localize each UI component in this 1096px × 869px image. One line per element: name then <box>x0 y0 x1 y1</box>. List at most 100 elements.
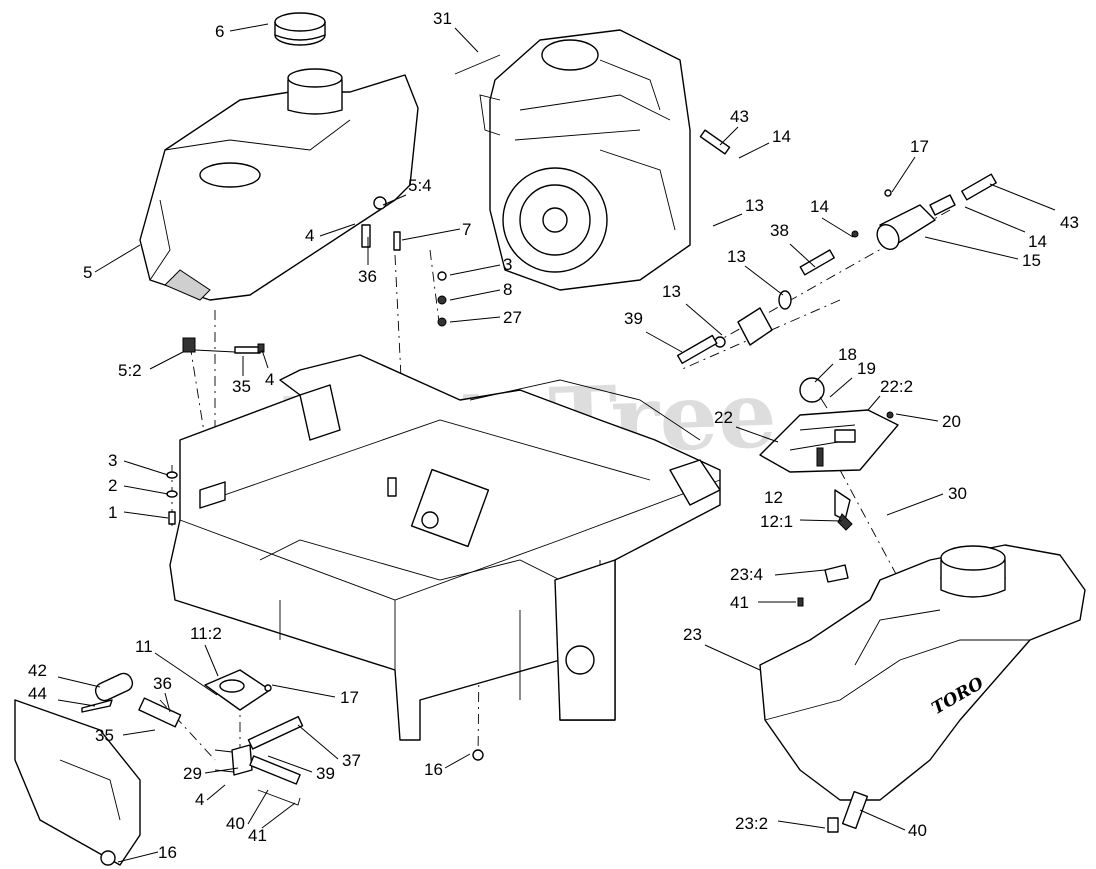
leader-line <box>319 223 356 237</box>
callout-label: 13 <box>662 282 681 301</box>
callout-c-41a: 41 <box>730 593 796 612</box>
callout-label: 7 <box>462 220 471 239</box>
callout-label: 23:2 <box>735 814 768 833</box>
callout-c-4a: 4 <box>261 349 274 389</box>
leader-line <box>57 699 96 707</box>
callout-c-23: 23 <box>683 625 761 671</box>
leader-line <box>859 809 906 831</box>
leader-line <box>774 569 826 576</box>
fuel-pump-assembly <box>676 129 997 365</box>
leader-line <box>123 511 169 519</box>
callout-c-22-2: 22:2 <box>867 377 913 411</box>
callout-c-35a: 35 <box>232 356 251 396</box>
callout-c-35b: 35 <box>95 726 156 745</box>
leader-line <box>891 156 916 193</box>
callout-label: 36 <box>358 267 377 286</box>
callout-c-3a: 3 <box>449 255 512 276</box>
callout-c-22: 22 <box>714 408 779 443</box>
left-tank-hardware <box>182 196 447 354</box>
leader-line <box>444 753 471 769</box>
callout-label: 5 <box>83 263 92 282</box>
callout-label: 23:4 <box>730 565 763 584</box>
callout-label: 40 <box>908 821 927 840</box>
leader-line <box>895 413 939 422</box>
callout-label: 5:4 <box>408 176 432 195</box>
callout-label: 12 <box>764 488 783 507</box>
callout-label: 39 <box>624 309 643 328</box>
left-fuel-tank <box>139 68 419 301</box>
callout-c-42: 42 <box>28 661 101 688</box>
leader-line <box>704 644 761 671</box>
callout-label: 17 <box>340 688 359 707</box>
leader-line <box>206 784 226 801</box>
callout-c-14a: 14 <box>738 127 791 159</box>
leader-line <box>449 264 501 276</box>
leader-line <box>886 493 944 516</box>
callout-c-4b: 4 <box>305 223 356 245</box>
callout-c-29: 29 <box>183 764 239 783</box>
callout-label: 27 <box>503 308 522 327</box>
right-fuel-tank: TORO <box>759 544 1086 833</box>
fuel-cap-left <box>274 12 326 46</box>
callout-label: 20 <box>942 412 961 431</box>
leader-line <box>164 692 171 713</box>
leader-line <box>123 485 169 495</box>
callout-label: 2 <box>108 476 117 495</box>
leader-line <box>267 755 313 773</box>
bolt-stack-left <box>166 471 178 525</box>
callout-c-43b: 43 <box>989 183 1079 232</box>
leader-line <box>989 183 1056 211</box>
leader-line <box>449 316 501 323</box>
callout-c-2: 2 <box>108 476 169 495</box>
leader-line <box>449 289 501 301</box>
callout-c-16a: 16 <box>424 753 471 779</box>
leader-line <box>297 724 339 760</box>
leader-line <box>924 236 1019 260</box>
callout-label: 8 <box>503 280 512 299</box>
callout-c-40a: 40 <box>226 789 269 833</box>
callout-c-3b: 3 <box>108 451 169 476</box>
callout-c-17a: 17 <box>891 137 929 193</box>
callout-c-13a: 13 <box>712 196 764 227</box>
leader-line <box>685 303 723 336</box>
callout-c-40b: 40 <box>859 809 927 840</box>
leader-line <box>94 244 141 273</box>
callout-c-13b: 13 <box>727 247 784 296</box>
callout-label: 14 <box>810 197 829 216</box>
callout-c-16b: 16 <box>117 843 177 863</box>
leader-line <box>401 228 461 241</box>
leader-line <box>738 142 770 159</box>
callout-c-5-4: 5:4 <box>382 176 432 206</box>
leader-line <box>867 395 881 411</box>
callout-label: 22 <box>714 408 733 427</box>
leader-line <box>454 27 479 53</box>
callout-c-44: 44 <box>28 684 96 707</box>
leader-line <box>645 331 683 353</box>
callout-label: 18 <box>838 345 857 364</box>
callout-label: 36 <box>153 674 172 693</box>
callout-c-1: 1 <box>108 503 169 522</box>
leader-line <box>149 351 184 370</box>
callout-c-14b: 14 <box>810 197 854 238</box>
callout-label: 39 <box>316 764 335 783</box>
leader-line <box>799 519 843 522</box>
callout-label: 5:2 <box>118 361 142 380</box>
callout-c-19: 19 <box>829 359 876 398</box>
leader-line <box>271 684 336 698</box>
leader-line <box>829 377 853 398</box>
callout-label: 6 <box>215 22 224 41</box>
leader-line <box>57 676 101 688</box>
callout-c-13c: 13 <box>662 282 723 336</box>
engine <box>454 29 691 291</box>
leader-line <box>204 767 239 774</box>
callout-label: 1 <box>108 503 117 522</box>
leader-line <box>204 644 219 677</box>
callout-c-31: 31 <box>433 9 479 53</box>
callout-label: 12:1 <box>760 512 793 531</box>
callout-c-5: 5 <box>83 244 141 282</box>
callout-label: 3 <box>503 255 512 274</box>
callout-label: 41 <box>730 593 749 612</box>
callout-c-39a: 39 <box>624 309 683 353</box>
callout-label: 31 <box>433 9 452 28</box>
